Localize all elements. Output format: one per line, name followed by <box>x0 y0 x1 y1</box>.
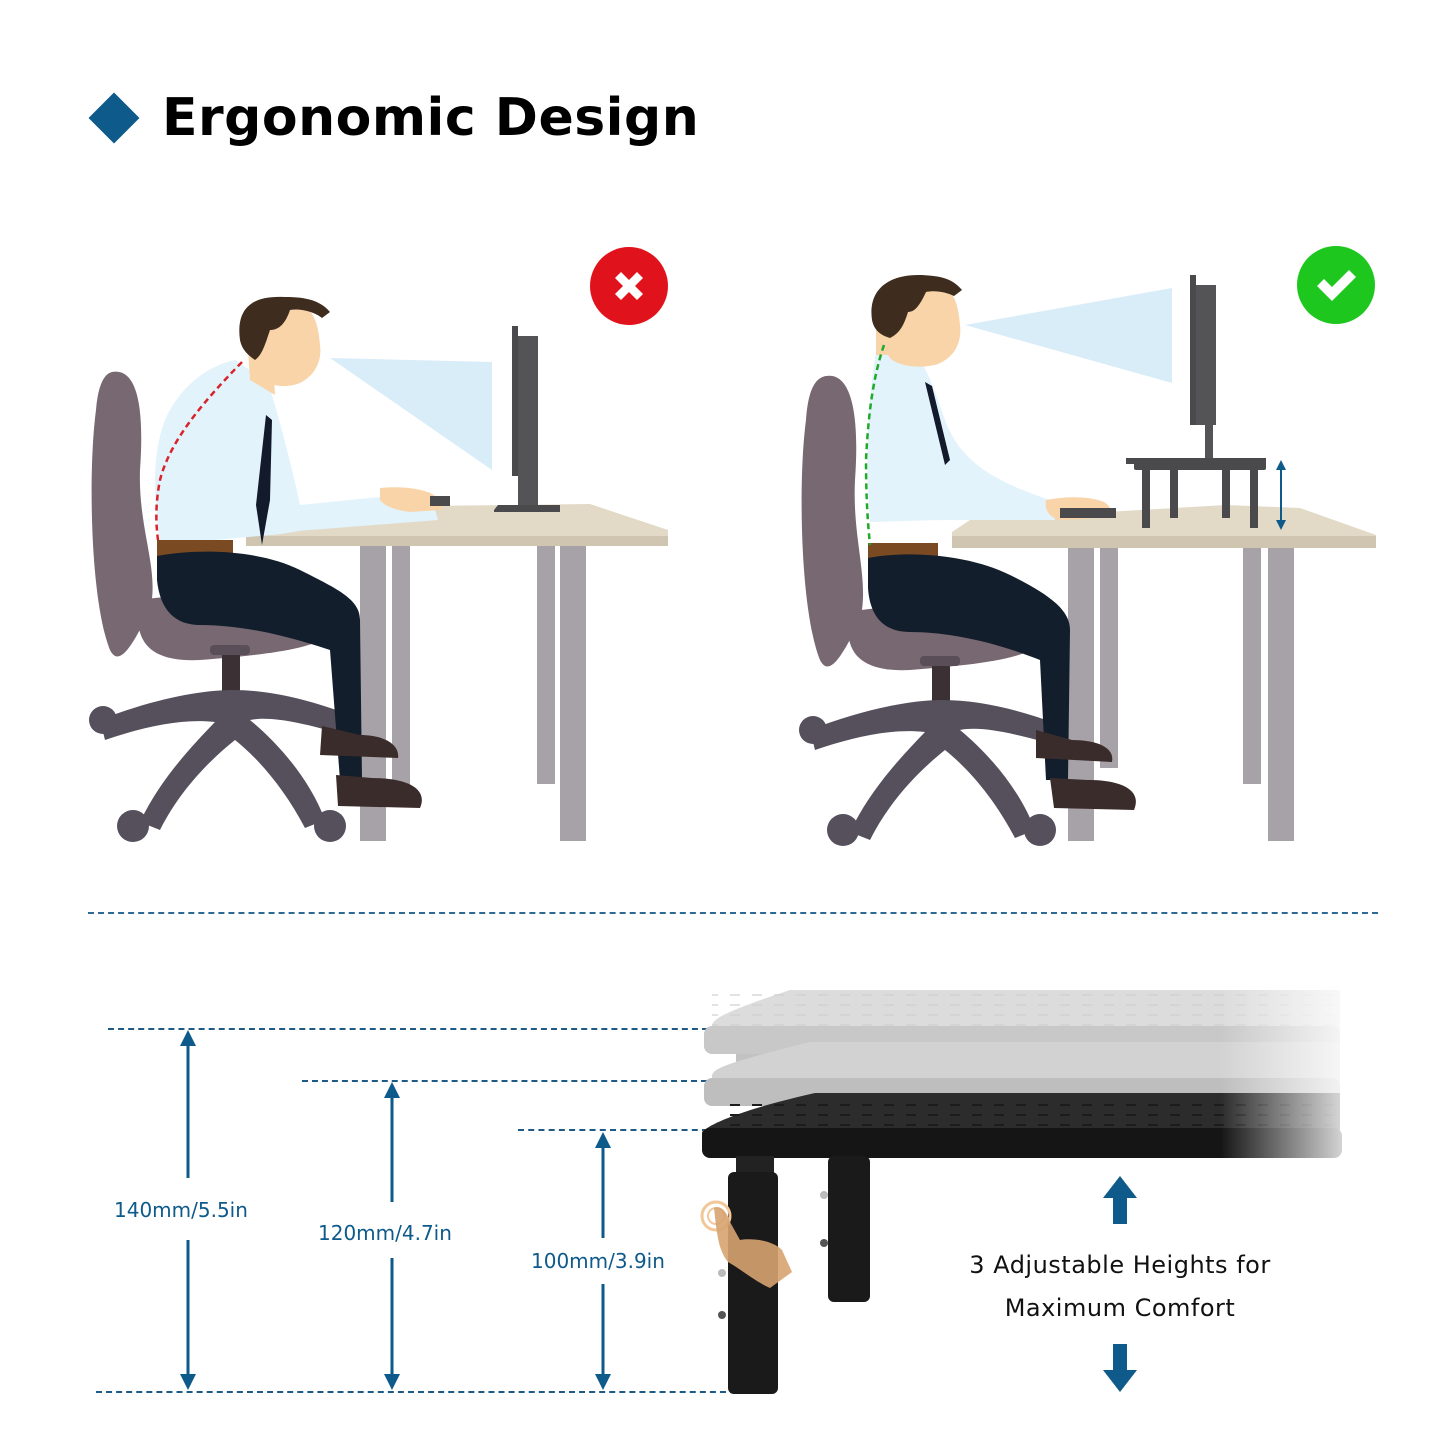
arrow-up-icon <box>1103 1176 1137 1224</box>
arrow-down-icon <box>1103 1344 1137 1392</box>
caption-line-2: Maximum Comfort <box>1004 1294 1236 1322</box>
x-icon <box>615 272 643 300</box>
height-guide-140 <box>108 1028 708 1030</box>
adjustable-heights-caption: 3 Adjustable Heights for Maximum Comfort <box>940 1244 1300 1330</box>
caption-line-1: 3 Adjustable Heights for <box>969 1251 1271 1279</box>
height-label-120: 120mm/4.7in <box>318 1217 452 1249</box>
correct-status-badge <box>1297 246 1375 324</box>
height-guide-base <box>96 1391 736 1393</box>
height-guide-100 <box>518 1129 708 1131</box>
height-label-140: 140mm/5.5in <box>114 1194 248 1226</box>
correct-posture-illustration <box>799 274 1376 846</box>
incorrect-status-badge <box>590 247 668 325</box>
incorrect-posture-illustration <box>89 296 668 842</box>
page-title: Ergonomic Design <box>88 88 699 148</box>
check-icon <box>1317 270 1356 301</box>
height-guide-120 <box>302 1080 707 1082</box>
height-label-100: 100mm/3.9in <box>531 1245 665 1277</box>
section-divider <box>88 912 1378 914</box>
monitor-stand-product-image <box>690 980 1370 1394</box>
page-title-text: Ergonomic Design <box>162 88 700 148</box>
